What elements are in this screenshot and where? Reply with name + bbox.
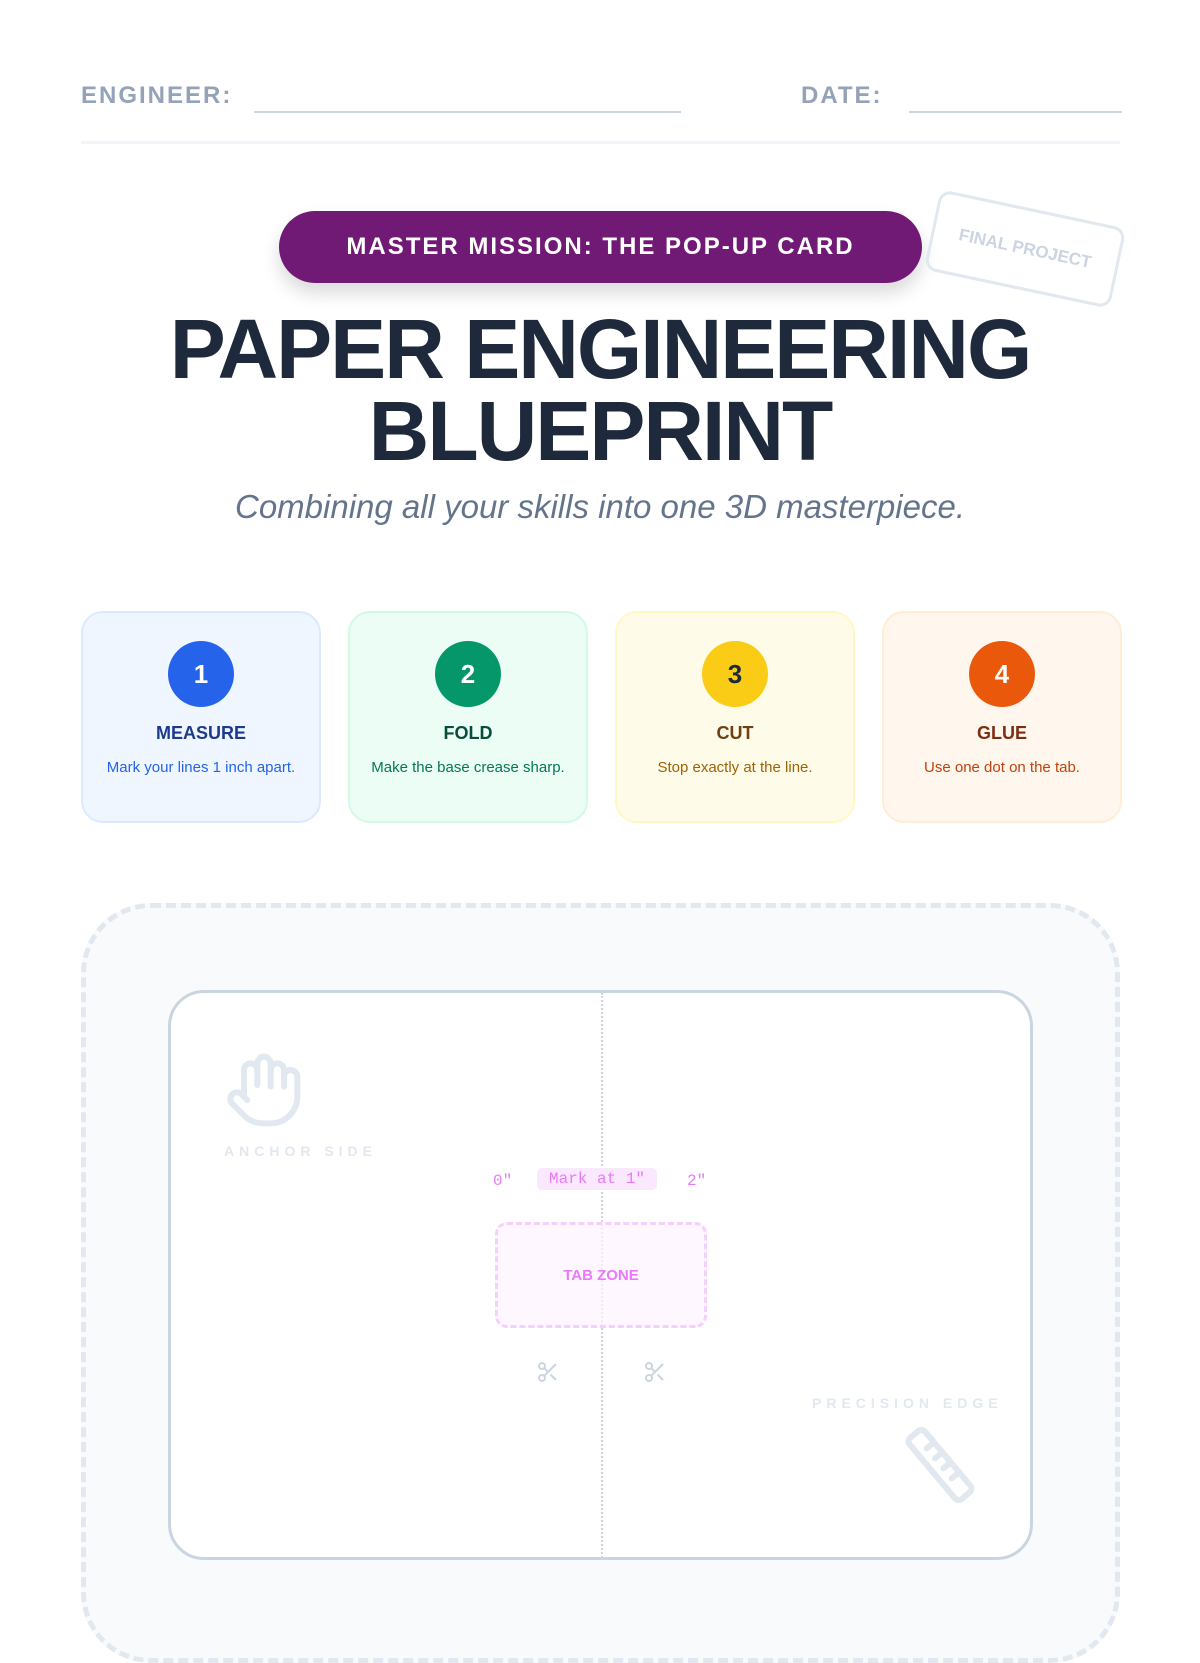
ruler-icon bbox=[905, 1426, 975, 1504]
ruler-mark: Mark at 1" bbox=[537, 1168, 658, 1190]
step-number: 2 bbox=[435, 641, 501, 707]
step-title: CUT bbox=[716, 723, 754, 743]
tab-zone: TAB ZONE bbox=[495, 1222, 707, 1328]
mission-badge: MASTER MISSION: THE POP-UP CARD bbox=[279, 211, 922, 283]
ruler-start: 0" bbox=[493, 1172, 513, 1190]
title-line-2: BLUEPRINT bbox=[368, 384, 834, 478]
engineer-field[interactable] bbox=[254, 111, 681, 113]
header-divider bbox=[81, 141, 1120, 144]
step-card-cut: 3 CUT Stop exactly at the line. bbox=[615, 611, 855, 823]
anchor-side-label: ANCHOR SIDE bbox=[224, 1143, 378, 1159]
step-desc: Use one dot on the tab. bbox=[924, 759, 1080, 776]
step-number: 1 bbox=[168, 641, 234, 707]
step-card-measure: 1 MEASURE Mark your lines 1 inch apart. bbox=[81, 611, 321, 823]
step-number: 3 bbox=[702, 641, 768, 707]
step-desc: Mark your lines 1 inch apart. bbox=[106, 759, 296, 776]
hand-icon bbox=[227, 1053, 301, 1127]
engineer-label: ENGINEER: bbox=[81, 82, 233, 109]
tab-zone-label: TAB ZONE bbox=[563, 1266, 639, 1284]
page-title: PAPER ENGINEERING BLUEPRINT bbox=[0, 302, 1200, 478]
step-card-glue: 4 GLUE Use one dot on the tab. bbox=[882, 611, 1122, 823]
step-title: FOLD bbox=[443, 723, 493, 743]
subtitle: Combining all your skills into one 3D ma… bbox=[235, 488, 965, 525]
scissors-icon bbox=[538, 1362, 557, 1382]
step-number: 4 bbox=[969, 641, 1035, 707]
step-desc: Stop exactly at the line. bbox=[657, 759, 813, 776]
final-project-stamp: FINAL PROJECT bbox=[923, 189, 1127, 309]
precision-edge-label: PRECISION EDGE bbox=[812, 1395, 1003, 1411]
ruler-end: 2" bbox=[687, 1172, 707, 1190]
scissors-icon bbox=[645, 1362, 664, 1382]
step-desc: Make the base crease sharp. bbox=[371, 759, 565, 776]
step-title: GLUE bbox=[976, 723, 1027, 743]
step-title: MEASURE bbox=[155, 723, 246, 743]
title-line-1: PAPER ENGINEERING bbox=[169, 302, 1033, 396]
date-label: DATE: bbox=[801, 82, 883, 109]
step-card-fold: 2 FOLD Make the base crease sharp. bbox=[348, 611, 588, 823]
date-field[interactable] bbox=[909, 111, 1122, 113]
